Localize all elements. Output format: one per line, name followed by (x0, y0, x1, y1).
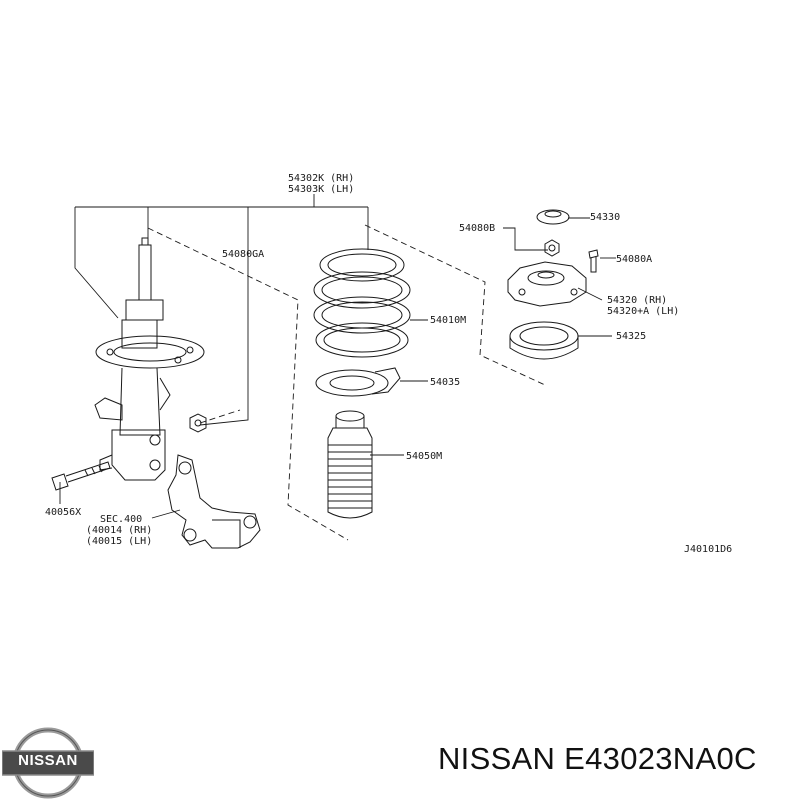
label-54320-rh: 54320 (RH) (607, 295, 667, 306)
label-40056x: 40056X (45, 507, 81, 518)
strut-mount-54320 (507, 261, 587, 307)
bearing-54325 (509, 321, 579, 360)
label-54010m: 54010M (430, 315, 466, 326)
label-54080b: 54080B (459, 223, 495, 234)
label-54080a: 54080A (616, 254, 652, 265)
label-40015-lh: (40015 (LH) (86, 536, 152, 547)
nissan-logo: NISSAN (1, 724, 95, 802)
label-diagram-code: J40101D6 (684, 544, 732, 555)
label-54303k-lh: 54303K (LH) (288, 184, 354, 195)
label-54080ga: 54080GA (222, 249, 264, 260)
nut-54080ga (189, 413, 207, 433)
label-40014-rh: (40014 (RH) (86, 525, 152, 536)
label-54302k-rh: 54302K (RH) (288, 173, 354, 184)
nissan-logo-mark (1, 727, 95, 799)
bolt-54080a (588, 249, 599, 273)
label-54050m: 54050M (406, 451, 442, 462)
dust-seal-54330 (536, 209, 570, 225)
label-54325: 54325 (616, 331, 646, 342)
label-sec-400: SEC.400 (100, 514, 142, 525)
assembly-dashed-lines (147, 224, 546, 541)
label-54320a-lh: 54320+A (LH) (607, 306, 679, 317)
strut-assembly (94, 237, 205, 481)
strut-leader-bracket (74, 194, 369, 426)
bump-boot-54050m (327, 410, 373, 519)
steering-knuckle (167, 454, 261, 549)
part-leader-lines (59, 217, 616, 519)
nut-54080b (544, 239, 560, 257)
label-54330: 54330 (590, 212, 620, 223)
bolt-40056x (51, 461, 111, 491)
logo-wordmark: NISSAN (18, 752, 78, 769)
part-number-caption: NISSAN E43023NA0C (438, 741, 757, 776)
spring-seat-54035 (315, 367, 401, 397)
label-54035: 54035 (430, 377, 460, 388)
coil-spring-54010m (313, 248, 411, 358)
